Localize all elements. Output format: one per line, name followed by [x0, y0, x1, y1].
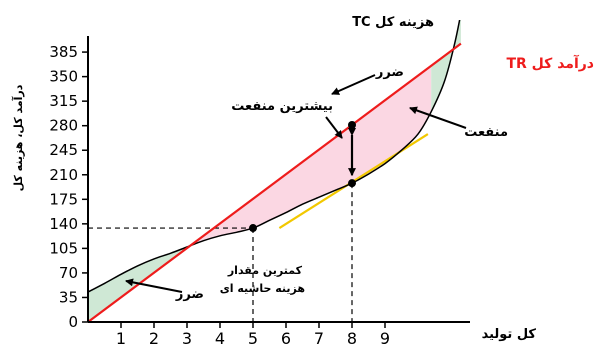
min-marginal-cost-label-line1: کمترین مقدار	[227, 264, 303, 277]
y-tick-label: 385	[49, 43, 78, 61]
tc-max-profit-point	[348, 179, 356, 188]
x-tick-label: 3	[182, 329, 192, 346]
y-tick-label: 35	[59, 288, 78, 306]
x-tick-label: 8	[347, 329, 357, 346]
min-marginal-cost-point	[249, 224, 257, 233]
y-tick-label: 315	[49, 92, 78, 110]
y-tick-label: 140	[49, 215, 78, 233]
x-tick-label: 2	[149, 329, 159, 346]
total-revenue-label: درآمد کل TR	[506, 54, 594, 72]
y-tick-label: 280	[49, 117, 78, 135]
profit-arrow	[409, 106, 467, 129]
max-profit-arrow	[325, 116, 343, 139]
loss-top-arrow	[331, 74, 376, 95]
loss-left-label: ضرر	[175, 287, 204, 302]
total-cost-curve	[88, 20, 461, 293]
min-marginal-cost-label-line2: هزینه حاشیه ای	[220, 282, 305, 295]
profit-label: منفعت	[464, 125, 508, 140]
loss-top-label: ضرر	[375, 65, 404, 80]
y-tick-label: 105	[49, 239, 78, 257]
y-tick-label: 245	[49, 141, 78, 159]
x-axis-label: کل تولید	[482, 327, 537, 342]
y-tick-label: 210	[49, 166, 78, 184]
total-revenue-line	[88, 42, 462, 322]
x-tick-label: 5	[248, 329, 258, 346]
x-tick-label: 4	[215, 329, 225, 346]
x-tick-label: 1	[116, 329, 126, 346]
y-axis-label: درآمد کل، هزینه کل	[11, 84, 25, 191]
max-profit-label: بیشترین منفعت	[231, 99, 333, 114]
tr-max-profit-point	[348, 120, 356, 129]
y-axis-ticks: 0 35 70 105 140 175 210 245 280 315 350 385	[49, 43, 88, 331]
x-tick-label: 9	[380, 329, 390, 346]
loss-left-arrow	[125, 278, 183, 293]
x-tick-label: 7	[314, 329, 324, 346]
y-tick-label: 350	[49, 68, 78, 86]
y-tick-label: 175	[49, 190, 78, 208]
loss-region-right	[431, 20, 461, 112]
x-tick-label: 6	[281, 329, 291, 346]
y-tick-label: 0	[68, 313, 78, 331]
y-tick-label: 70	[59, 264, 78, 282]
total-cost-label: هزینه کل TC	[352, 15, 434, 30]
x-axis-ticks: 1 2 3 4 5 6 7 8 9	[116, 322, 390, 346]
